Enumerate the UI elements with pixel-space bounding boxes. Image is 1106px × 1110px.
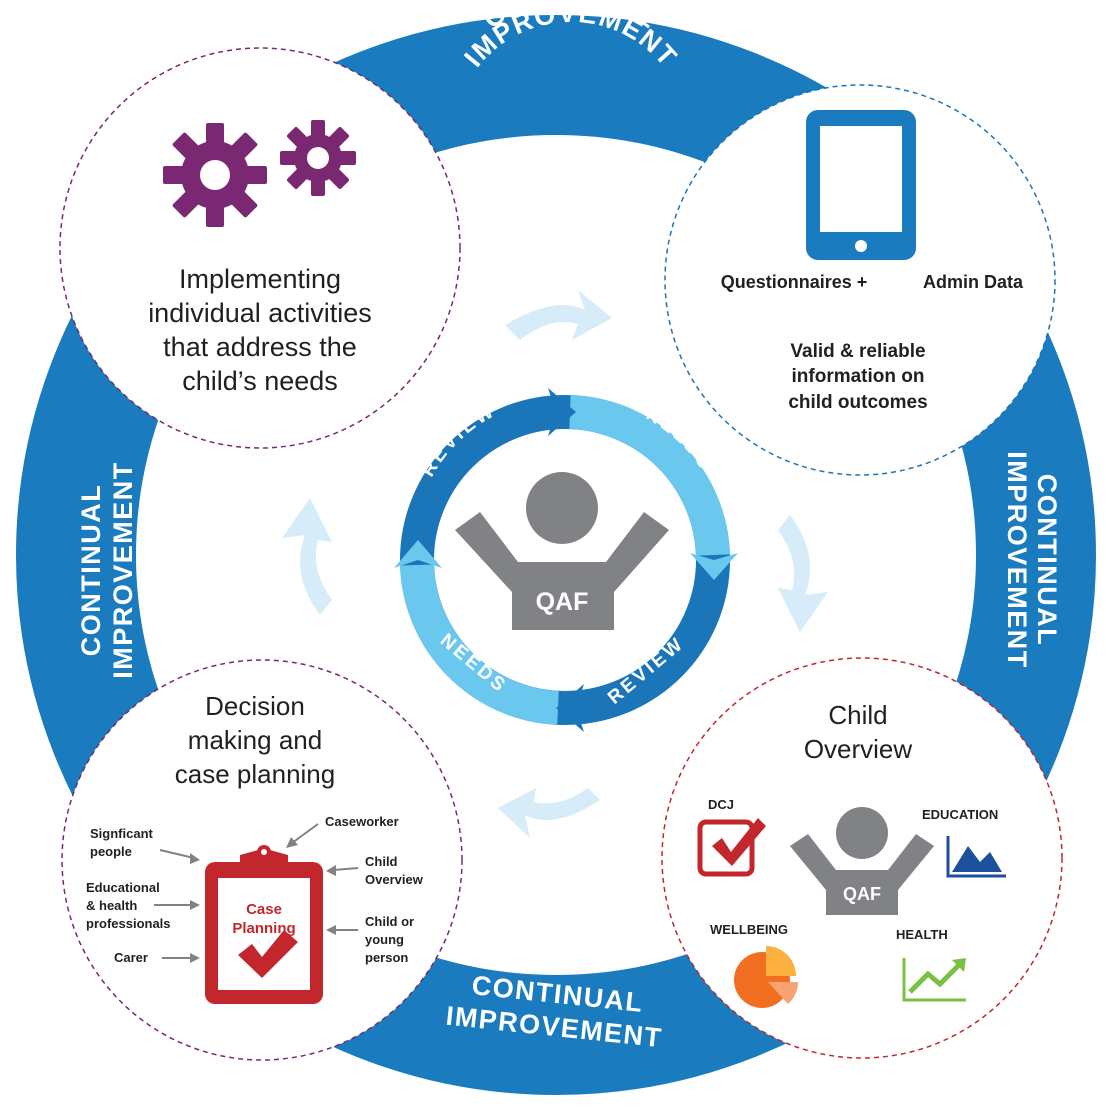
svg-text:Carer: Carer (114, 950, 148, 965)
wellbeing-pie-icon (734, 946, 798, 1008)
circle-top-left (59, 47, 461, 449)
dcj-check-icon (697, 818, 766, 877)
light-arrow-top (505, 290, 612, 340)
svg-text:Case: Case (246, 901, 282, 918)
svg-text:Planning: Planning (232, 920, 295, 937)
education-label: EDUCATION (922, 807, 998, 822)
tablet-icon (806, 110, 916, 260)
svg-text:Child: Child (828, 700, 887, 730)
svg-text:Admin Data: Admin Data (923, 272, 1024, 292)
child-overview-figure-icon (790, 807, 934, 915)
wellbeing-label: WELLBEING (710, 922, 788, 937)
circle-top-right (664, 84, 1056, 476)
svg-text:Child: Child (365, 854, 398, 869)
svg-text:child’s needs: child’s needs (182, 366, 338, 396)
child-overview-badge: QAF (843, 884, 881, 904)
check-mark-icon (238, 930, 298, 978)
svg-text:Implementing: Implementing (179, 264, 341, 294)
inner-arrowhead-top (548, 388, 576, 436)
education-chart-icon (946, 836, 1006, 878)
svg-text:Decision: Decision (205, 691, 305, 721)
clipboard-label: Case Planning (232, 901, 295, 937)
svg-text:people: people (90, 844, 132, 859)
svg-text:Overview: Overview (365, 872, 424, 887)
inner-arrowhead-left (394, 540, 442, 568)
dcj-label: DCJ (708, 797, 734, 812)
health-label: HEALTH (896, 927, 948, 942)
svg-text:making and: making and (188, 725, 322, 755)
svg-text:person: person (365, 950, 408, 965)
svg-text:Questionnaires +: Questionnaires + (721, 272, 868, 292)
light-arrow-right (778, 515, 828, 632)
bottom-left-title: Decision making and case planning (175, 691, 335, 789)
svg-text:young: young (365, 932, 404, 947)
top-left-text: Implementing individual activities that … (148, 264, 372, 396)
svg-text:individual activities: individual activities (148, 298, 372, 328)
svg-text:IMPROVEMENT: IMPROVEMENT (108, 461, 138, 679)
health-chart-icon (902, 958, 966, 1002)
svg-text:Caseworker: Caseworker (325, 814, 399, 829)
case-planning-inputs: Signficant people Educational & health p… (86, 814, 424, 965)
svg-text:IMPROVEMENT: IMPROVEMENT (1002, 451, 1032, 669)
light-cycle-arrows (282, 290, 828, 838)
top-right-text: Questionnaires + Admin Data Valid & reli… (721, 272, 1024, 413)
inner-arrowhead-bottom (556, 684, 584, 732)
svg-text:CONTINUAL: CONTINUAL (1032, 474, 1062, 646)
case-planning-arrows (154, 823, 359, 963)
svg-text:Child or: Child or (365, 914, 414, 929)
ring-label-right: CONTINUAL IMPROVEMENT (1002, 451, 1062, 669)
inner-arrowhead-right (690, 553, 738, 580)
svg-text:CONTINUAL: CONTINUAL (76, 484, 106, 656)
svg-text:that address the: that address the (163, 332, 357, 362)
svg-text:child outcomes: child outcomes (788, 392, 927, 413)
svg-text:Educational: Educational (86, 880, 160, 895)
gears-icon (163, 120, 356, 227)
svg-text:Overview: Overview (804, 734, 913, 764)
svg-text:case planning: case planning (175, 759, 335, 789)
svg-text:& health: & health (86, 898, 137, 913)
light-arrow-left (282, 498, 332, 615)
clipboard-icon (205, 845, 323, 1004)
svg-text:information on: information on (792, 366, 925, 387)
outer-ring (16, 15, 1096, 1095)
inner-cycle-ring (394, 388, 738, 732)
svg-text:professionals: professionals (86, 916, 171, 931)
bottom-right-title: Child Overview (804, 700, 913, 764)
svg-text:Valid & reliable: Valid & reliable (790, 341, 925, 362)
svg-text:Signficant: Signficant (90, 826, 154, 841)
center-badge: QAF (536, 588, 589, 616)
center-figure-icon (455, 472, 669, 630)
light-arrow-bottom (498, 788, 600, 838)
ring-label-left: CONTINUAL IMPROVEMENT (76, 461, 138, 679)
